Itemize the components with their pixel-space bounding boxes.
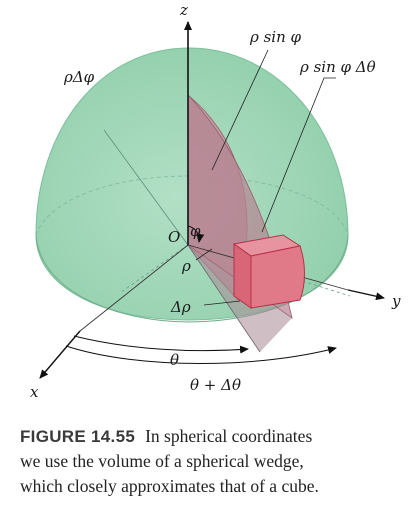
- x-axis: [39, 330, 81, 379]
- callout-rho-sin-phi: [211, 49, 269, 171]
- callout-rho-sin-phi-delta-theta: [261, 77, 336, 233]
- phi-arc: [187, 225, 205, 243]
- theta-plus-delta-theta-arc: [65, 345, 337, 364]
- x-axis-inner: [79, 244, 189, 332]
- spherical-wedge-diagram: z y x ρΔφ ρ sin φ ρ sin φ Δθ O φ ρ Δρ θ …: [30, 1, 401, 400]
- guide-line: [119, 244, 189, 294]
- caption-line-1: FIGURE 14.55 In spherical coordinates: [20, 424, 410, 449]
- rho-label: ρ: [181, 257, 191, 275]
- theta-arc: [73, 335, 249, 354]
- cube-side: [250, 245, 305, 309]
- phi-label: φ: [190, 222, 201, 240]
- y-axis: [347, 289, 385, 301]
- rho-delta-phi-label: ρΔφ: [63, 68, 95, 86]
- callout-rho: [195, 248, 213, 261]
- origin-label: O: [168, 228, 180, 246]
- axis-z-label: z: [179, 1, 188, 19]
- axis-x-label: x: [30, 383, 39, 400]
- figure-number: FIGURE 14.55: [20, 427, 136, 446]
- rho-sin-phi-label: ρ sin φ: [249, 28, 302, 46]
- caption-line-3: which closely approximates that of a cub…: [20, 476, 319, 496]
- caption-line-2: we use the volume of a spherical wedge,: [20, 451, 304, 471]
- equator-back: [35, 175, 349, 236]
- callout-delta-rho: [203, 300, 241, 306]
- theta-label: θ: [170, 351, 179, 369]
- caption-text-1: In spherical coordinates: [145, 426, 313, 446]
- axis-y-label: y: [391, 292, 401, 310]
- figure-caption: FIGURE 14.55 In spherical coordinates we …: [20, 424, 410, 499]
- cube-front: [233, 243, 252, 309]
- theta-plus-delta-theta-label: θ + Δθ: [190, 376, 241, 394]
- equator-front: [35, 234, 349, 323]
- rho-sin-phi-delta-theta-label: ρ sin φ Δθ: [299, 58, 376, 76]
- guide-line: [103, 129, 189, 246]
- delta-rho-label: Δρ: [170, 298, 191, 316]
